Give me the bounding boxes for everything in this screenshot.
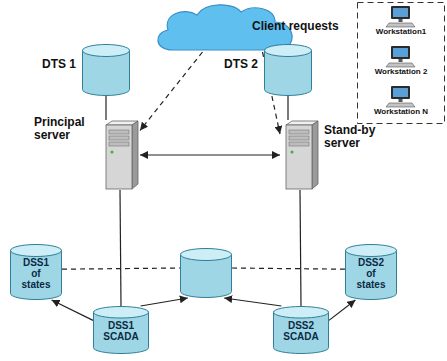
cyl-shape: [82, 44, 130, 96]
cylinder-top: [274, 307, 329, 319]
monitor-screen: [393, 8, 408, 17]
cylinder-body: [346, 250, 397, 300]
server-front: [106, 125, 132, 189]
ws-shape: [386, 46, 416, 68]
drive-bay: [109, 130, 129, 134]
server-side: [132, 121, 138, 189]
cylinder-label: DSS2 of states: [353, 257, 389, 290]
dashed-link: [232, 268, 345, 269]
node-label: DTS 1: [32, 58, 76, 71]
client-cloud: Client requests: [150, 2, 300, 52]
monitor-stand: [399, 99, 403, 102]
monitor-screen: [393, 48, 408, 57]
connector-line: [287, 96, 288, 120]
connector-line: [224, 298, 281, 306]
drive-bay: [289, 130, 309, 134]
ws-shape: [386, 6, 416, 28]
connector-line: [329, 300, 355, 320]
cylinder-label: DSS2 SCADA: [277, 320, 325, 342]
srv-shape: [280, 120, 320, 190]
cylinder-body: [11, 250, 62, 300]
cylinder-top: [265, 45, 312, 57]
monitor-stand: [399, 59, 403, 62]
cylinder-top: [346, 245, 397, 257]
database-cylinder: [180, 248, 232, 298]
cylinder-label: DSS1 SCADA: [97, 320, 145, 342]
node-label: Client requests: [252, 20, 347, 33]
monitor-stand: [399, 19, 403, 22]
srv-shape: [100, 120, 140, 190]
drive-bay: [109, 136, 129, 140]
connector-line: [141, 298, 188, 306]
dashed-link: [62, 268, 180, 269]
database-cylinder: DSS2 SCADA: [273, 306, 329, 354]
drive-bay: [289, 136, 309, 140]
node-label: Stand-by server: [324, 124, 384, 150]
drive-bay: [289, 142, 309, 146]
dashed-link: [140, 52, 203, 131]
workstation-icon: Workstation N: [386, 86, 416, 108]
cyl-shape: [180, 248, 232, 298]
server-icon: Principal server: [100, 120, 140, 190]
monitor-frame: [391, 6, 410, 19]
connector-line: [52, 300, 93, 320]
cylinder-top: [83, 45, 130, 57]
connector-line: [105, 96, 106, 120]
cyl-shape: [264, 44, 312, 96]
node-label: Workstation N: [357, 108, 445, 117]
drive-bay: [109, 142, 129, 146]
cylinder-top: [94, 307, 149, 319]
monitor-frame: [391, 46, 410, 59]
database-cylinder: DTS 2: [264, 44, 312, 96]
node-label: Workstation 2: [357, 68, 445, 77]
keyboard: [386, 23, 415, 27]
node-label: Principal server: [34, 116, 96, 142]
keyboard: [386, 63, 415, 67]
workstation-icon: Workstation 2: [386, 46, 416, 68]
monitor-frame: [391, 86, 410, 99]
power-light: [111, 151, 114, 154]
server-icon: Stand-by server: [280, 120, 320, 190]
ws-shape: [386, 86, 416, 108]
monitor-screen: [393, 88, 408, 97]
workstation-icon: Workstation1: [386, 6, 416, 28]
server-side: [312, 121, 318, 189]
cylinder-label: DSS1 of states: [18, 257, 54, 290]
cylinder-top: [11, 245, 62, 257]
power-light: [291, 151, 294, 154]
keyboard: [386, 103, 415, 107]
connector-line: [140, 154, 280, 155]
workstation-group-frame: [358, 3, 445, 124]
database-cylinder: DTS 1: [82, 44, 130, 96]
database-cylinder: DSS1 SCADA: [93, 306, 149, 354]
database-cylinder: DSS2 of states: [345, 244, 397, 300]
node-label: DTS 2: [214, 58, 258, 71]
database-cylinder: DSS1 of states: [10, 244, 62, 300]
connector-line: [120, 190, 121, 306]
connector-line: [300, 190, 301, 306]
server-front: [286, 125, 312, 189]
cylinder-top: [181, 249, 232, 261]
node-label: Workstation1: [357, 28, 445, 37]
